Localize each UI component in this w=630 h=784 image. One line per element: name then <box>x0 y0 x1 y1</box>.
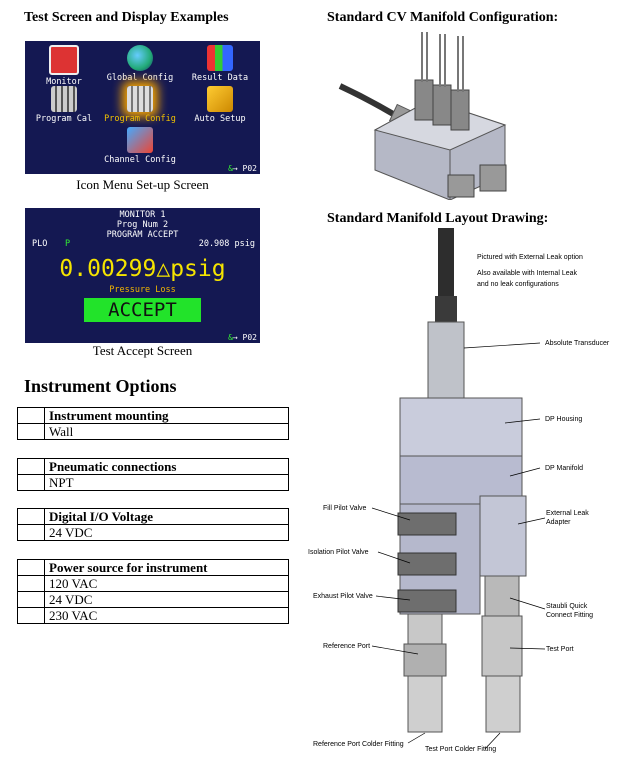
table-row: 24 VDC <box>44 591 289 608</box>
icon-menu-screen: Monitor Global Config Result Data Progra… <box>25 41 260 174</box>
label-reference-port: Reference Port <box>323 643 371 650</box>
gauge-icon <box>51 86 77 112</box>
label-dp-housing: DP Housing <box>545 416 583 423</box>
icon-item-program-config: Program Config <box>101 86 179 124</box>
table-power-source: Power source for instrument 120 VAC 24 V… <box>17 559 289 624</box>
usb-icon: → <box>232 164 238 173</box>
external-leak-adapter-shape <box>479 495 527 577</box>
fitting-shape <box>447 174 475 198</box>
accept-screen-caption: Test Accept Screen <box>92 343 193 358</box>
section-title-screens: Test Screen and Display Examples <box>24 10 229 25</box>
icon-item-auto-setup: Auto Setup <box>181 86 259 124</box>
leak-unit: △psig <box>156 256 226 282</box>
cable-shape <box>438 228 454 298</box>
label-isolation-pilot-valve: Isolation Pilot Valve <box>308 549 369 556</box>
table-row: NPT <box>44 474 289 491</box>
table-row: 230 VAC <box>44 607 289 624</box>
table-row: Wall <box>44 423 289 440</box>
tools-icon <box>207 86 233 112</box>
link-icon: & <box>228 164 233 173</box>
table-row: 120 VAC <box>44 575 289 592</box>
cable-shape <box>338 83 402 121</box>
label-absolute-transducer: Absolute Transducer <box>545 340 610 347</box>
icon-item-global-config: Global Config <box>101 45 179 83</box>
fill-pilot-valve-shape <box>397 512 457 536</box>
valve-shape <box>450 89 470 131</box>
valve-shape <box>414 79 434 121</box>
pressure-loss-label: Pressure Loss <box>109 285 176 295</box>
label-test-colder: Test Port Colder Fitting <box>425 746 497 753</box>
plo-label: PLO <box>32 239 48 249</box>
cv-manifold-image <box>338 32 507 200</box>
exhaust-pilot-valve-shape <box>397 589 457 613</box>
pressure-reading: 20.908 psig <box>198 239 255 249</box>
program-state: PROGRAM ACCEPT <box>106 230 179 240</box>
monitor-label: MONITOR 1 <box>119 210 166 220</box>
label-test-port: Test Port <box>546 646 574 653</box>
icon-item-program-cal: Program Cal <box>25 86 103 124</box>
table-header: Pneumatic connections <box>44 458 289 475</box>
program-number: Prog Num 2 <box>116 220 169 230</box>
test-port-shape <box>481 615 523 677</box>
label-staubli: Staubli Quick <box>546 603 588 610</box>
usb-icon-2: → <box>232 333 238 342</box>
staubli-fitting-shape <box>484 575 520 617</box>
table-header: Digital I/O Voltage <box>44 508 289 525</box>
icon-item-result-data: Result Data <box>181 45 259 83</box>
link-icon-2: & <box>228 333 233 342</box>
layout-drawing-title: Standard Manifold Layout Drawing: <box>327 211 549 226</box>
table-digital-io-voltage: Digital I/O Voltage 24 VDC <box>17 508 289 541</box>
gear-icon <box>127 86 153 112</box>
p-indicator: P <box>65 239 71 249</box>
globe-icon <box>127 45 153 71</box>
icon-item-monitor: Monitor <box>25 45 103 87</box>
valve-shape <box>432 84 452 126</box>
cv-manifold-title: Standard CV Manifold Configuration: <box>327 10 559 25</box>
reference-colder-shape <box>407 675 443 733</box>
leak-value: 0.00299△psig <box>59 256 226 282</box>
note-also-available: Also available with Internal Leak <box>477 270 578 277</box>
status-indicator: &→ P02 <box>228 164 257 173</box>
channel-icon <box>127 127 153 153</box>
bar-chart-icon <box>207 45 233 71</box>
accept-badge: ACCEPT <box>84 298 201 322</box>
manifold-layout-drawing <box>371 228 546 750</box>
accept-status-indicator: &→ P02 <box>228 333 257 342</box>
label-reference-colder: Reference Port Colder Fitting <box>313 741 404 748</box>
label-fill-pilot-valve: Fill Pilot Valve <box>323 505 367 512</box>
test-colder-shape <box>485 675 521 733</box>
isolation-pilot-valve-shape <box>397 552 457 576</box>
test-accept-screen: MONITOR 1 Prog Num 2 PROGRAM ACCEPT PLO … <box>25 208 260 343</box>
icon-screen-caption: Icon Menu Set-up Screen <box>76 177 209 192</box>
icon-item-channel-config: Channel Config <box>101 127 179 165</box>
table-header: Power source for instrument <box>44 559 289 576</box>
reference-port-shape <box>407 613 443 645</box>
monitor-icon <box>49 45 79 75</box>
label-exhaust-pilot-valve: Exhaust Pilot Valve <box>313 593 373 600</box>
table-row: 24 VDC <box>44 524 289 541</box>
label-adapter: Adapter <box>546 519 571 526</box>
label-dp-manifold: DP Manifold <box>545 465 584 472</box>
note-leak-configs: and no leak configurations <box>477 281 559 288</box>
label-connect-fitting: Connect Fitting <box>546 612 594 619</box>
label-external-leak: External Leak <box>546 510 589 517</box>
instrument-options-title: Instrument Options <box>24 376 177 396</box>
note-external-leak: Pictured with External Leak option <box>477 254 583 261</box>
fitting-shape <box>479 164 507 192</box>
table-pneumatic-connections: Pneumatic connections NPT <box>17 458 289 491</box>
table-header: Instrument mounting <box>44 407 289 424</box>
table-instrument-mounting: Instrument mounting Wall <box>17 407 289 440</box>
